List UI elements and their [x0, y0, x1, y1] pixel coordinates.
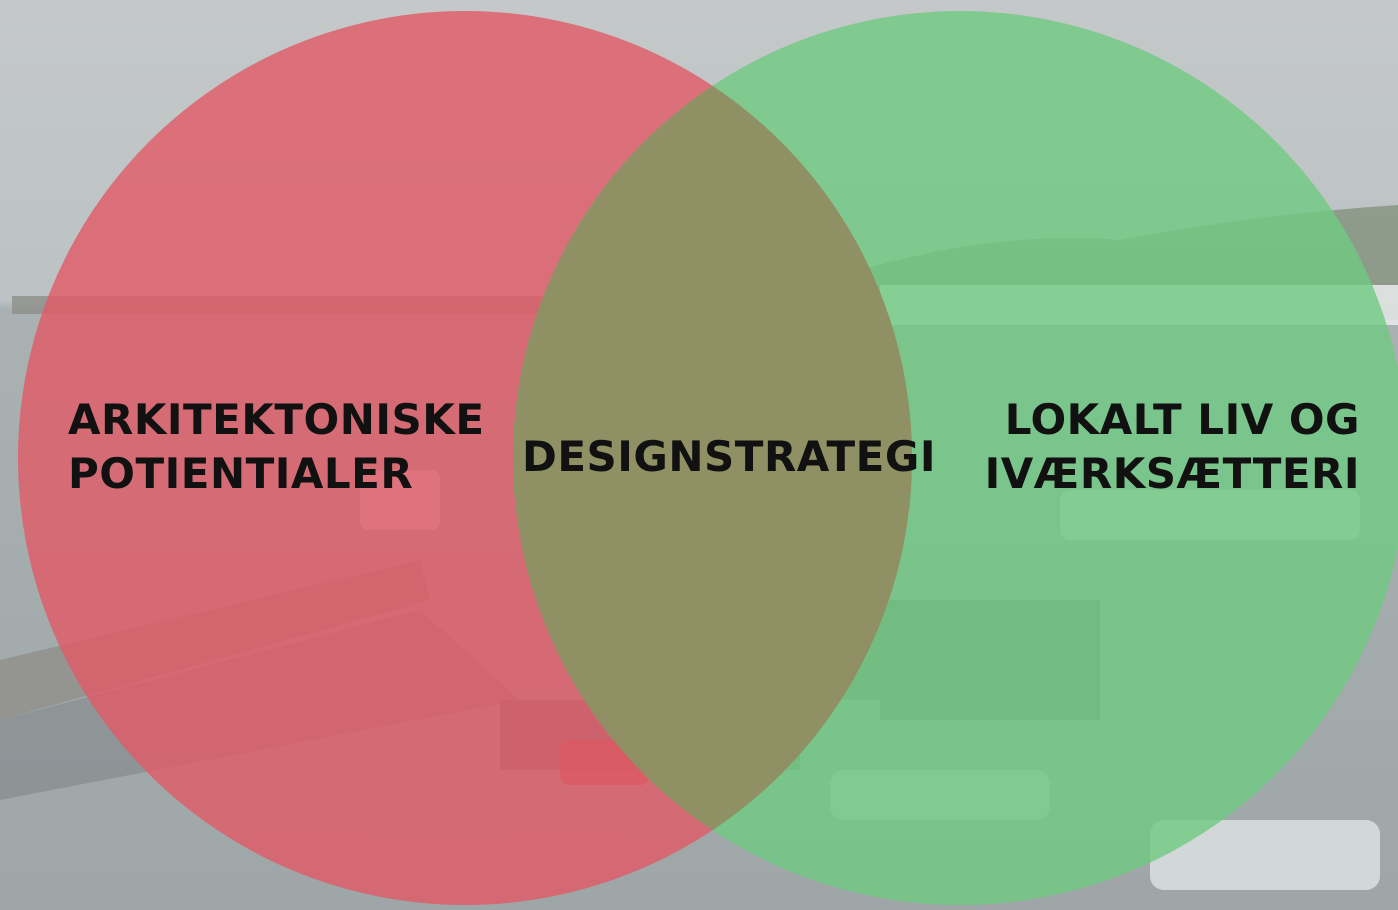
- overlap-region: [513, 11, 912, 905]
- overlap-label: DESIGNSTRATEGI: [522, 432, 936, 481]
- right-label-line-1: LOKALT LIV OG: [1004, 395, 1360, 444]
- right-label-line-2: IVÆRKSÆTTERI: [984, 449, 1360, 498]
- right-circle-label: LOKALT LIV OG IVÆRKSÆTTERI: [985, 393, 1360, 501]
- left-circle-label: ARKITEKTONISKE POTIENTIALER: [68, 393, 485, 501]
- left-label-line-2: POTIENTIALER: [68, 449, 414, 498]
- left-label-line-1: ARKITEKTONISKE: [68, 395, 485, 444]
